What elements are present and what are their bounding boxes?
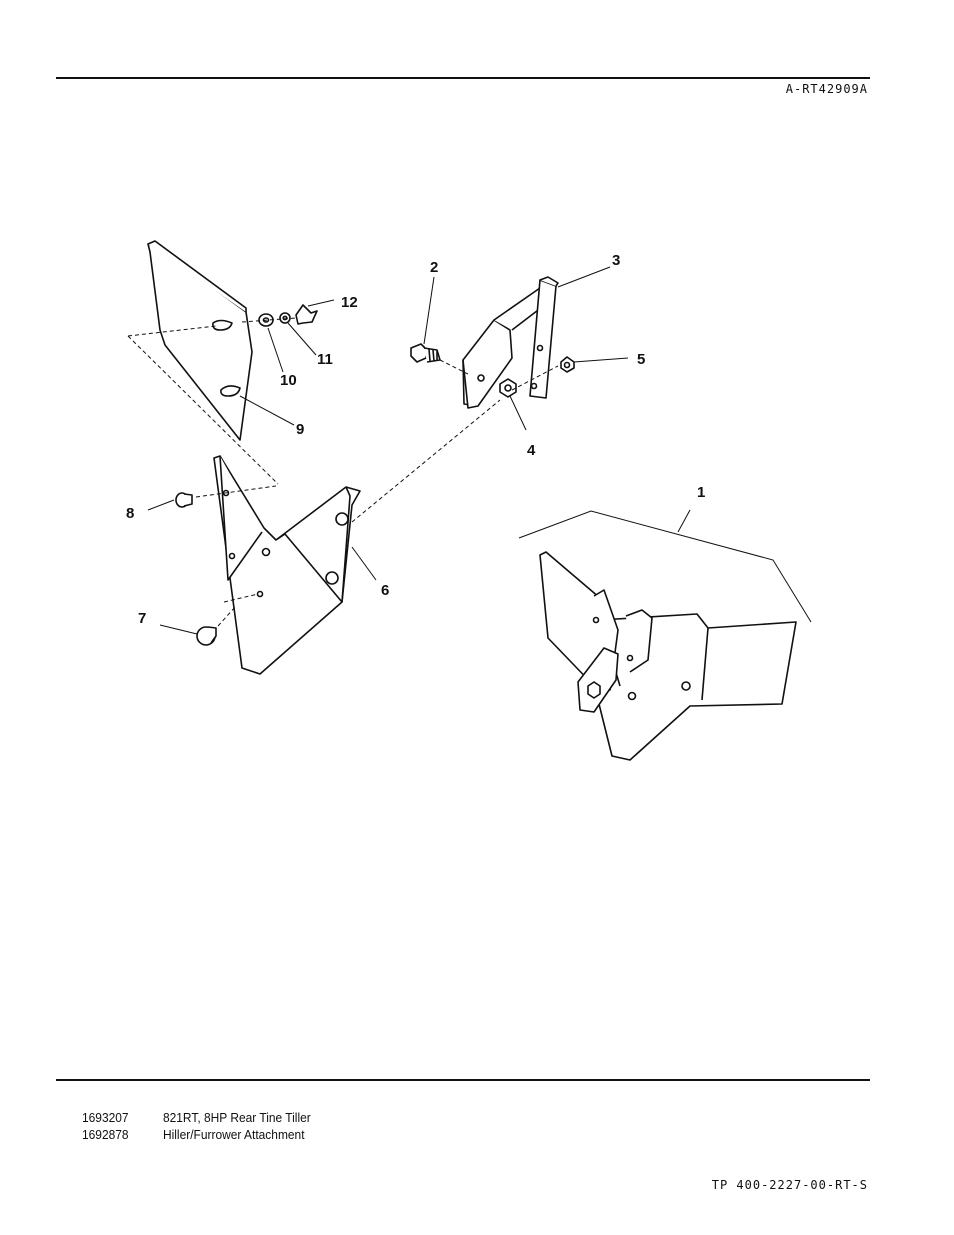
shoulder-bolt [175,492,193,508]
model-row: 1692878 Hiller/Furrower Attachment [82,1126,311,1143]
drawing-code: A-RT42909A [785,82,868,96]
callout-7: 7 [138,610,146,627]
bracket-assembly [462,276,559,409]
callout-5: 5 [637,351,645,368]
top-rule [56,77,870,79]
callout-4: 4 [527,442,536,459]
leader-lines [147,266,812,635]
wing-nut [295,304,318,325]
callout-10: 10 [280,372,297,389]
model-row: 1693207 821RT, 8HP Rear Tine Tiller [82,1109,311,1126]
carriage-bolt [410,343,441,363]
hex-nut [499,378,517,398]
document-code: TP 400-2227-00-RT-S [711,1178,868,1192]
model-number: 1692878 [82,1127,129,1142]
callout-11: 11 [317,351,333,368]
bottom-rule [56,1079,870,1081]
callout-9: 9 [296,421,304,438]
callout-2: 2 [430,259,438,276]
model-description: Hiller/Furrower Attachment [162,1127,305,1142]
model-number: 1693207 [82,1110,129,1125]
model-list: 1693207 821RT, 8HP Rear Tine Tiller 1692… [82,1109,311,1143]
callout-3: 3 [612,252,620,269]
lock-washer [279,312,291,324]
callout-12: 12 [341,294,358,311]
wing-plate [147,240,253,441]
furrower-shovel [213,455,361,675]
callout-6: 6 [381,582,389,599]
model-description: 821RT, 8HP Rear Tine Tiller [162,1110,311,1125]
callout-8: 8 [126,505,134,522]
assembled-hiller [539,551,797,761]
assembly-lines [127,317,559,627]
carriage-bolt-head [196,626,217,646]
flange-nut [560,356,575,373]
callout-1: 1 [697,484,705,501]
